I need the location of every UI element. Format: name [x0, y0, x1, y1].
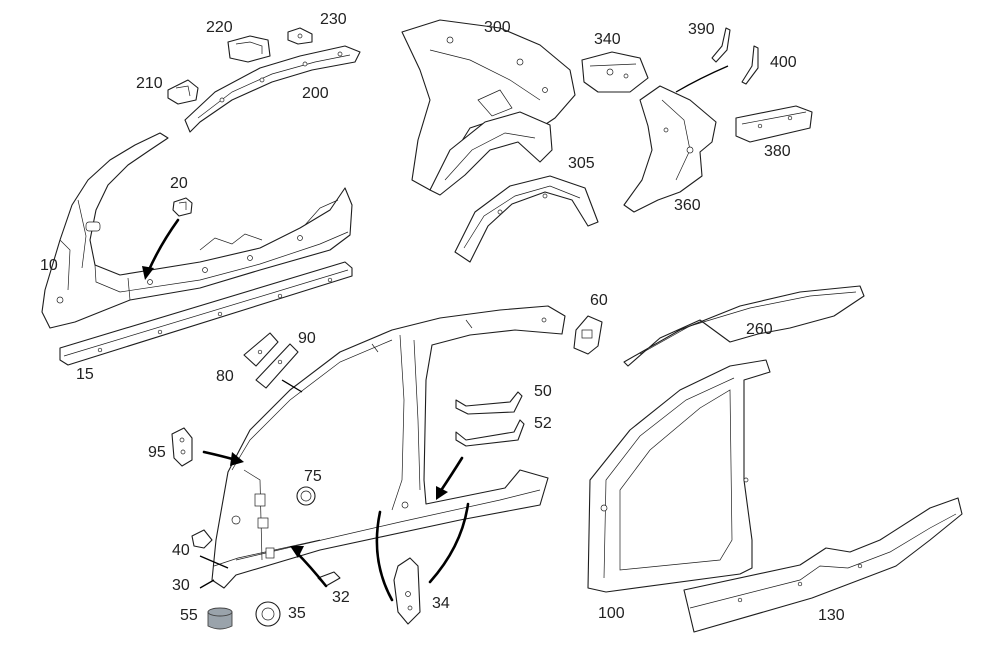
callout-130: 130: [818, 607, 845, 624]
leader-32-arrowhead: [290, 546, 304, 558]
part-50-52-brackets: [455, 391, 525, 447]
part-220-bracket: [227, 35, 271, 63]
part-100-body-side-outer: [587, 359, 771, 593]
callout-230: 230: [320, 11, 347, 28]
part-300-wheelhouse-inner: [429, 111, 553, 196]
callout-20: 20: [170, 175, 188, 192]
callout-260: 260: [746, 321, 773, 338]
part-95-bracket: [171, 427, 193, 467]
leader-52: [438, 456, 464, 494]
callout-50: 50: [534, 383, 552, 400]
callout-40: 40: [172, 542, 190, 559]
callout-90: 90: [298, 330, 316, 347]
part-360-rear-pillar-inner: [623, 85, 717, 213]
leader-40: [199, 555, 229, 569]
part-40-bracket: [191, 529, 213, 549]
part-230-bracket: [287, 27, 313, 45]
part-80-90-reinforcements: [243, 332, 299, 389]
part-210-bracket: [167, 79, 199, 105]
callout-35: 35: [288, 605, 306, 622]
leader-34-b: [428, 502, 470, 584]
part-10-inner-side-panel: [41, 132, 353, 329]
leader-20-arrowhead: [142, 266, 154, 280]
leader-20: [146, 218, 180, 274]
callout-52: 52: [534, 415, 552, 432]
part-390-seal: [711, 27, 731, 63]
leader-30: [199, 579, 215, 589]
callout-30: 30: [172, 577, 190, 594]
part-15-rocker-reinforcement: [59, 261, 353, 366]
part-380-rear-header-reinforcement: [735, 105, 813, 143]
leader-95-arrowhead: [230, 452, 244, 466]
part-55-plug: [207, 607, 233, 630]
callout-32: 32: [332, 589, 350, 606]
callout-390: 390: [688, 21, 715, 38]
callout-80: 80: [216, 368, 234, 385]
part-305-wheelhouse-outer: [454, 175, 599, 263]
callout-300: 300: [484, 19, 511, 36]
part-200-roof-rail-reinforcement: [184, 45, 361, 133]
part-20-bracket: [172, 197, 193, 217]
part-35-plug: [255, 601, 281, 627]
callout-95: 95: [148, 444, 166, 461]
callout-15: 15: [76, 366, 94, 383]
part-400-seal: [741, 45, 759, 85]
callout-380: 380: [764, 143, 791, 160]
callout-360: 360: [674, 197, 701, 214]
part-260-roof-rail-outer: [623, 285, 865, 367]
callout-100: 100: [598, 605, 625, 622]
callout-200: 200: [302, 85, 329, 102]
callout-210: 210: [136, 75, 163, 92]
leader-80-90: [281, 379, 303, 393]
leader-32: [294, 550, 328, 588]
callout-400: 400: [770, 54, 797, 71]
callout-10: 10: [40, 257, 58, 274]
part-34-bracket: [393, 557, 421, 625]
callout-75: 75: [304, 468, 322, 485]
leader-52-arrowhead: [436, 486, 448, 500]
part-340-bracket: [581, 51, 649, 93]
callout-220: 220: [206, 19, 233, 36]
callout-340: 340: [594, 31, 621, 48]
part-130-sill-outer: [683, 497, 963, 633]
part-300-rear-inner-quarter: [401, 19, 576, 191]
callout-34: 34: [432, 595, 450, 612]
part-75-plug: [296, 486, 316, 506]
leader-390-400: [675, 65, 729, 93]
callout-305: 305: [568, 155, 595, 172]
callout-60: 60: [590, 292, 608, 309]
leader-34-a: [375, 510, 394, 602]
callout-55: 55: [180, 607, 198, 624]
part-outer-body-side-aperture: [211, 305, 566, 589]
part-60-bracket: [573, 315, 603, 355]
